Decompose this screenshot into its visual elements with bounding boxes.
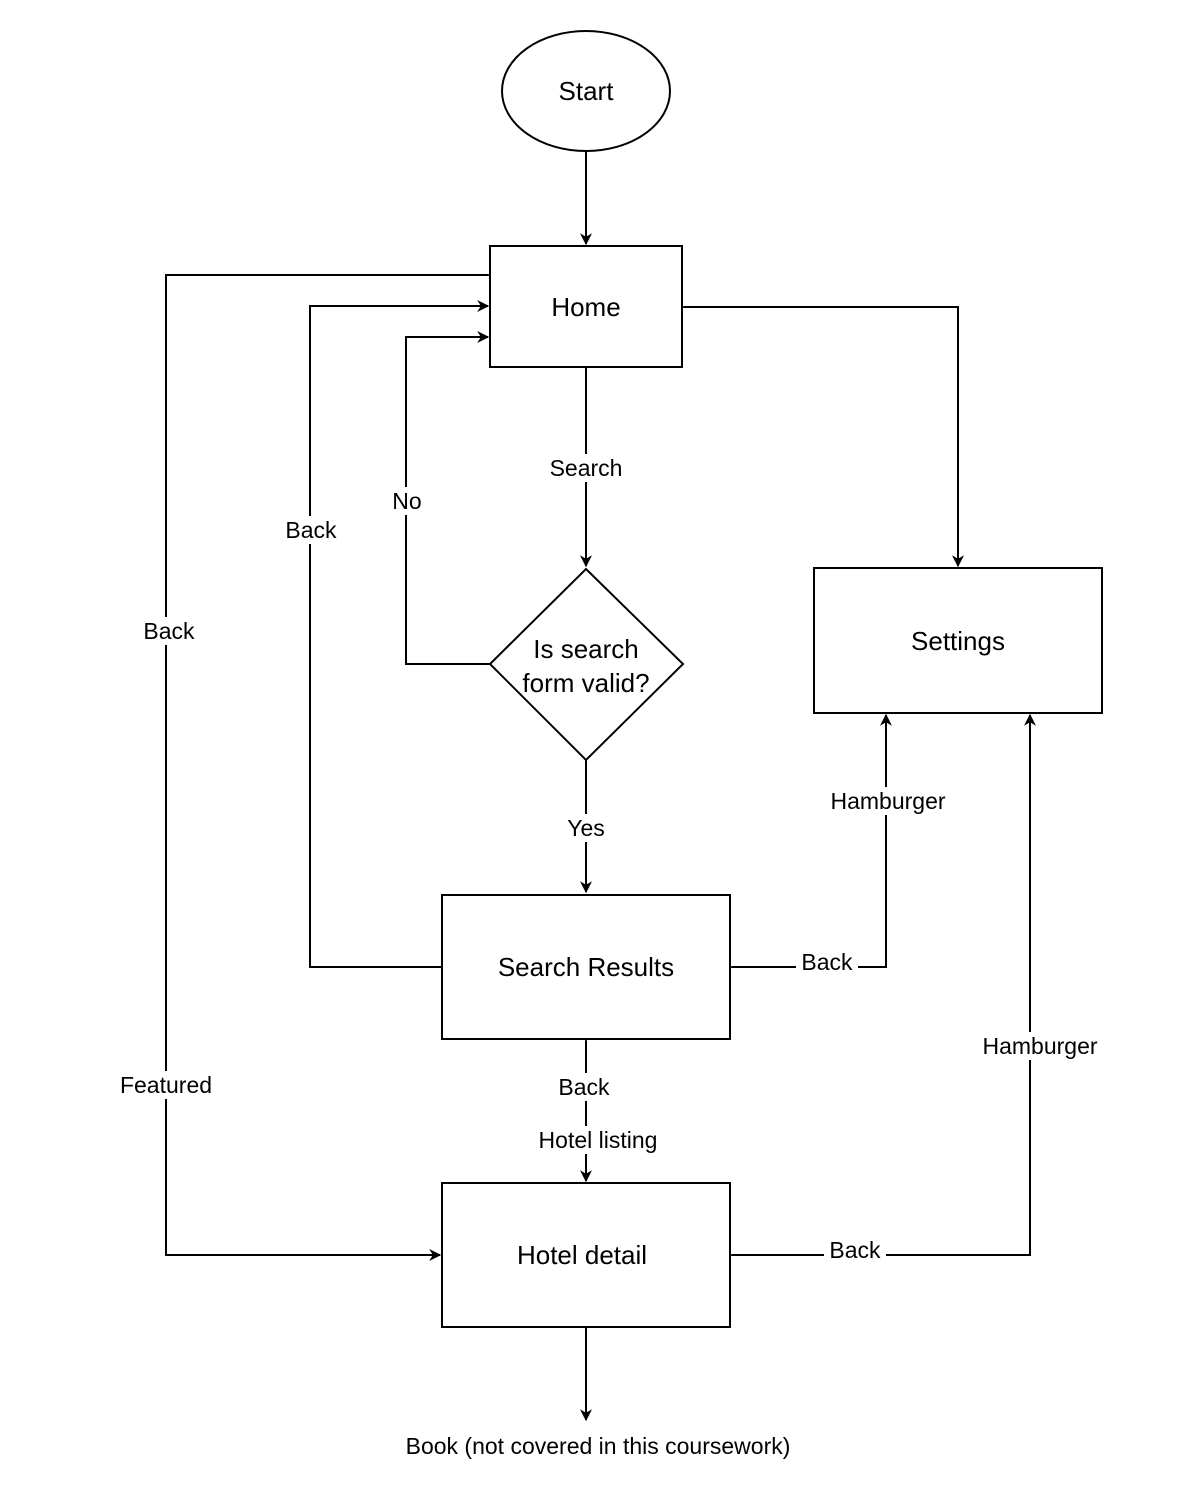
decision-label-line1: Is search: [533, 634, 639, 664]
search-results-node: [441, 894, 731, 1040]
edge-label-back-results-settings: Back: [801, 949, 853, 975]
settings-label: Settings: [911, 626, 1005, 656]
decision-node: [488, 567, 685, 762]
edge-label-search: Search: [550, 455, 623, 481]
edge-results-settings: [721, 713, 892, 973]
edge-label-hamburger-hotel: Hamburger: [982, 1033, 1097, 1059]
edge-label-yes: Yes: [567, 815, 605, 841]
edge-label-back-hotel-settings: Back: [829, 1237, 881, 1263]
home-label: Home: [551, 292, 620, 322]
edge-label-featured: Featured: [120, 1072, 212, 1098]
edge-home-hotel-featured-back: [165, 269, 499, 1261]
edge-label-hamburger-results: Hamburger: [830, 788, 945, 814]
edge-home-settings: [673, 301, 964, 568]
edge-label-hotel-back-home: Back: [143, 618, 195, 644]
decision-label-line2: form valid?: [522, 668, 649, 698]
edge-label-results-back-home: Back: [285, 517, 337, 543]
search-results-label: Search Results: [498, 952, 674, 982]
hotel-detail-node: [441, 1182, 731, 1328]
start-node: [501, 30, 671, 152]
home-node: [489, 245, 683, 368]
edge-label-hotel-listing: Hotel listing: [539, 1127, 658, 1153]
book-label: Book (not covered in this coursework): [406, 1433, 791, 1459]
hotel-detail-label: Hotel detail: [517, 1240, 647, 1270]
edge-label-back-hotel-results: Back: [558, 1074, 610, 1100]
start-label: Start: [559, 76, 615, 106]
edge-label-no: No: [392, 488, 421, 514]
edge-results-back-home: [309, 300, 490, 968]
settings-node: [813, 567, 1103, 714]
